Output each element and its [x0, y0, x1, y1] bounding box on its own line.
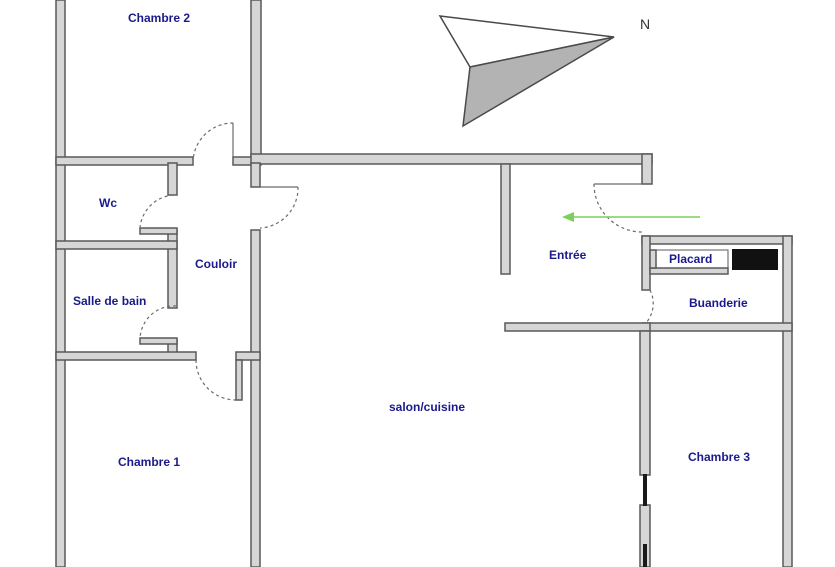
- room-label-wc: Wc: [99, 196, 117, 210]
- wall-buanderie-bottom: [641, 322, 793, 332]
- wall-sdb-door-bottom: [139, 337, 178, 345]
- placard-outline: [655, 249, 729, 269]
- doors: [139, 122, 654, 401]
- wall-entry-partition: [500, 163, 511, 275]
- room-label-entree: Entrée: [549, 248, 587, 262]
- room-label-chambre1: Chambre 1: [118, 455, 180, 469]
- wall-couloir-right: [250, 229, 261, 567]
- sliding-door-mark-lower: [643, 544, 647, 567]
- north-arrow-icon: N: [438, 15, 650, 128]
- wall-service-top: [641, 235, 793, 245]
- wall-wc-door-top: [139, 227, 178, 235]
- wall-salon-chambre3-top: [504, 322, 651, 332]
- walls: [55, 0, 793, 567]
- compass-north-label: N: [640, 16, 650, 32]
- door-couloir-salon: [259, 186, 299, 229]
- wall-service-left-upper: [641, 235, 651, 291]
- door-chambre2: [192, 122, 234, 164]
- wall-sdb-chambre1: [55, 351, 197, 361]
- wall-left-outer: [55, 0, 66, 567]
- wall-couloir-bottom-right: [235, 351, 261, 361]
- room-label-couloir: Couloir: [195, 257, 237, 271]
- door-salle-de-bain: [139, 305, 177, 341]
- room-label-buanderie: Buanderie: [689, 296, 748, 310]
- appliance-block: [732, 249, 778, 270]
- room-label-placard: Placard: [669, 252, 712, 266]
- wall-entry-right-upper: [641, 153, 653, 185]
- wall-chambre3-left-upper: [639, 330, 651, 476]
- wall-placard-bottom: [649, 267, 729, 275]
- door-entree: [593, 183, 643, 233]
- door-chambre1: [195, 359, 237, 401]
- door-buanderie: [645, 289, 654, 324]
- room-labels: Chambre 2 Wc Couloir Salle de bain Chamb…: [73, 11, 750, 469]
- room-label-chambre2: Chambre 2: [128, 11, 190, 25]
- door-wc: [139, 194, 177, 229]
- sliding-door-mark-upper: [643, 474, 647, 506]
- room-label-chambre3: Chambre 3: [688, 450, 750, 464]
- entry-arrow: [562, 212, 700, 222]
- wall-chambre2-right: [250, 0, 262, 164]
- wall-couloir-right-top: [250, 162, 261, 188]
- wall-couloir-left-top: [167, 162, 178, 196]
- sliding-door-marks: [643, 474, 647, 567]
- wall-placard-left-inner: [649, 249, 657, 269]
- room-label-salle-de-bain: Salle de bain: [73, 294, 146, 308]
- wall-chambre1-door-jamb: [235, 359, 243, 401]
- wall-salon-top: [250, 153, 653, 165]
- wall-wc-sdb: [55, 240, 178, 250]
- room-label-salon-cuisine: salon/cuisine: [389, 400, 465, 414]
- wall-service-right: [782, 235, 793, 567]
